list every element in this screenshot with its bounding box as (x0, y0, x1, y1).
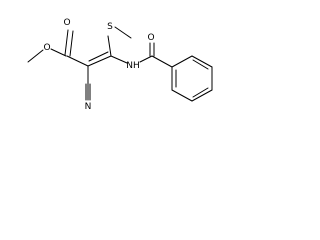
ring-inner-bond-2 (192, 87, 209, 98)
bond-methyl-o (27, 49, 44, 63)
atom-amide-nh: NH (126, 61, 140, 71)
structure-canvas: O O S NH O N (0, 0, 240, 129)
ring-inner-bond-3 (192, 59, 209, 70)
bond-amide-c-ring (151, 55, 173, 68)
chemical-structure-diagram: O O S NH O N (27, 18, 213, 112)
bond-carbonyl-c-o-double-b (69, 30, 74, 57)
bond-beta-c-n (110, 55, 128, 64)
ring-bond-3 (191, 89, 213, 102)
ring-bond-5 (191, 55, 213, 68)
bond-alpha-c-beta-c-a (87, 55, 112, 67)
ring-bond-2 (171, 89, 193, 102)
atom-ester-o-single: O (43, 43, 50, 53)
atom-amide-o: O (147, 33, 154, 43)
atom-ester-o-double: O (63, 18, 70, 28)
bond-s-methyl (114, 26, 132, 39)
atom-nitrile-n: N (85, 102, 92, 112)
bond-carbonyl-c-o-double-a (64, 29, 69, 56)
atom-sulfur: S (107, 22, 113, 32)
bond-carbonyl-c-alpha-c (66, 55, 89, 67)
bond-alpha-c-beta-c-b (88, 51, 109, 62)
bond-o-carbonyl-c (50, 48, 67, 57)
bond-n-amide-c (139, 55, 153, 63)
bond-beta-c-s (107, 35, 112, 57)
ring-bond-6 (171, 55, 193, 68)
